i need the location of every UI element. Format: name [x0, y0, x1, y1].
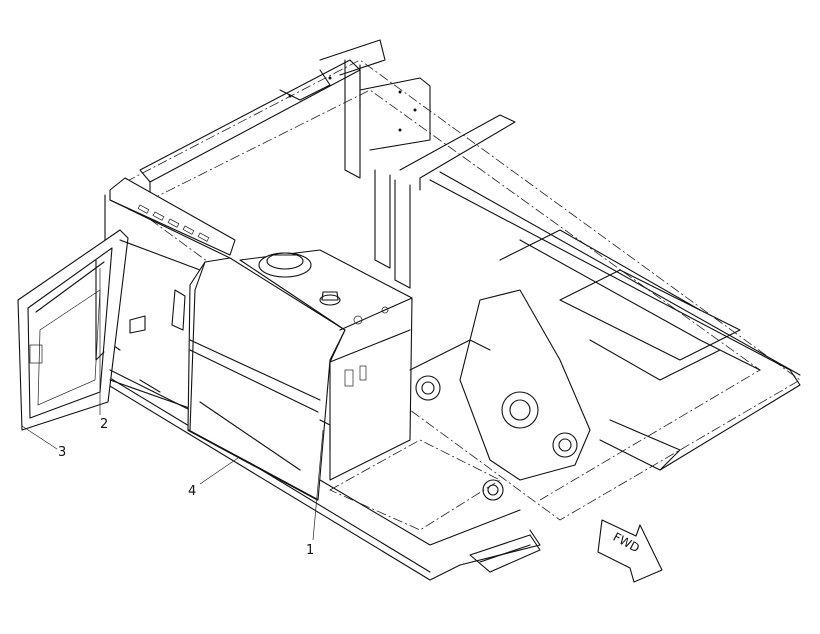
upper-rail [139, 39, 386, 201]
filler-cap [258, 252, 341, 306]
fwd-arrow-icon: FWD [597, 519, 663, 583]
callout-1: 1 [306, 543, 314, 558]
access-door [17, 229, 129, 431]
vertical-posts [344, 59, 516, 289]
boom-mount [409, 289, 591, 501]
callout-2: 2 [100, 417, 108, 432]
base-frame [109, 59, 801, 521]
tank-body [239, 249, 413, 481]
callout-4: 4 [188, 484, 196, 499]
callout-3: 3 [58, 445, 66, 460]
callout-leaders [21, 268, 324, 541]
